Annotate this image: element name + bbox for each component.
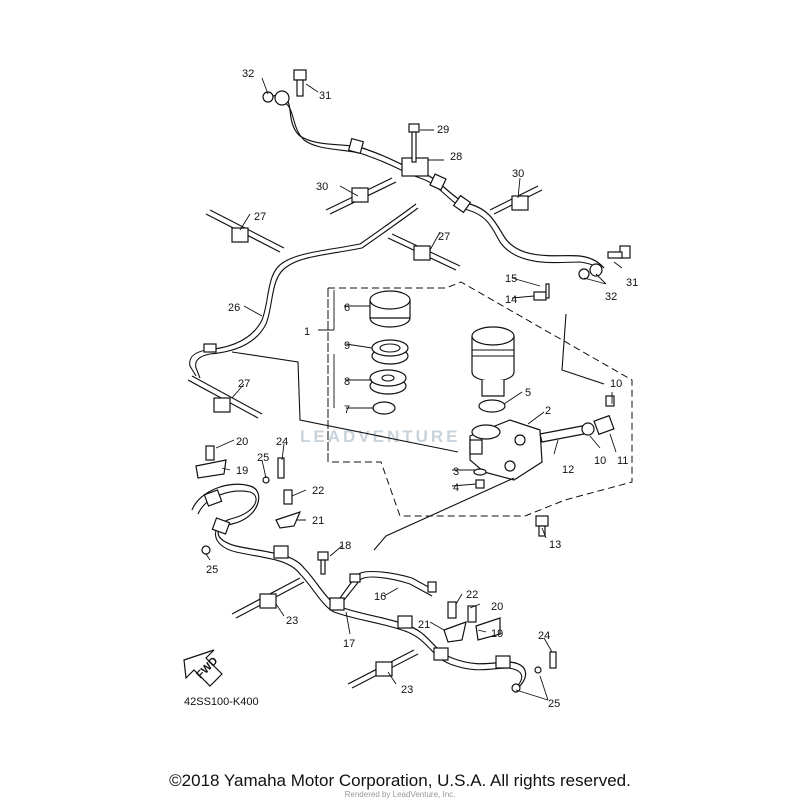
fwd-arrow-icon: FWD (183, 649, 223, 687)
bolt-24-left (262, 457, 285, 484)
callout-25-upper: 25 (257, 452, 269, 464)
callout-26: 26 (228, 302, 240, 314)
callout-17: 17 (343, 638, 355, 650)
callout-6: 6 (344, 302, 350, 314)
push-rod-12 (539, 422, 595, 443)
bracket-19-left (195, 445, 227, 479)
callout-20-left: 20 (236, 436, 248, 448)
bolt-24-right (511, 651, 557, 693)
reservoir-body (471, 326, 515, 397)
bracket-21-right (443, 601, 467, 643)
callout-31-top: 31 (319, 90, 331, 102)
callout-32-top: 32 (242, 68, 254, 80)
part-callouts: 1 2 3 4 5 6 7 8 9 10 10 11 12 13 14 15 1… (206, 68, 638, 710)
banjo-bolt-31-top (262, 69, 307, 106)
brake-hose-top (271, 95, 605, 273)
callout-27-upper: 27 (254, 211, 266, 223)
callout-23-right: 23 (401, 684, 413, 696)
callout-16: 16 (374, 591, 386, 603)
callout-27-middle: 27 (438, 231, 450, 243)
callout-24-left: 24 (276, 436, 288, 448)
bolt-13 (535, 515, 549, 537)
callout-24-right: 24 (538, 630, 550, 642)
callout-31-right: 31 (626, 277, 638, 289)
callout-21-left: 21 (312, 515, 324, 527)
callout-8: 8 (344, 376, 350, 388)
callout-25-right: 25 (548, 698, 560, 710)
banjo-bolt-31-right (578, 245, 631, 280)
callout-5: 5 (525, 387, 531, 399)
callout-22-right: 22 (466, 589, 478, 601)
callout-23-left: 23 (286, 615, 298, 627)
callout-27-lower: 27 (238, 378, 250, 390)
reservoir-cap-6 (369, 290, 411, 328)
master-cylinder-2 (469, 419, 543, 481)
callout-29: 29 (437, 124, 449, 136)
callout-19-left: 19 (236, 465, 248, 477)
callout-14: 14 (505, 294, 517, 306)
cable-tie-30-right (489, 185, 543, 215)
brake-pipe-26 (189, 203, 419, 379)
cable-tie-30-left (325, 177, 397, 215)
diaphragm-8 (369, 369, 407, 395)
callout-1: 1 (304, 326, 310, 338)
callout-15: 15 (505, 273, 517, 285)
diaphragm-plate-9 (371, 339, 409, 365)
diagram-code: 42SS100-K400 (184, 696, 259, 708)
bolt-18 (317, 551, 329, 575)
rendered-by-note: Rendered by LeadVenture, Inc. (344, 790, 456, 799)
leader-lines (205, 77, 623, 701)
cable-tie-27-middle (387, 233, 461, 271)
cable-tie-23-right (347, 649, 419, 689)
clevis-11 (593, 395, 615, 436)
brake-pipe-16 (339, 570, 437, 601)
cable-tie-27-upper (205, 209, 285, 253)
callout-3: 3 (453, 466, 459, 478)
brake-hose-lower (191, 483, 527, 691)
callout-10-upper: 10 (610, 378, 622, 390)
callout-30-right: 30 (512, 168, 524, 180)
callout-32-right: 32 (605, 291, 617, 303)
pin-14-15 (533, 283, 550, 301)
callout-19-right: 19 (491, 628, 503, 640)
copyright-notice: ©2018 Yamaha Motor Corporation, U.S.A. A… (169, 771, 631, 790)
hose-clamp-5 (478, 399, 506, 413)
callout-20-right: 20 (491, 601, 503, 613)
callout-4: 4 (453, 482, 459, 494)
clip-25-left (201, 545, 211, 555)
bolt-29 (408, 123, 420, 163)
callout-22-left: 22 (312, 485, 324, 497)
cable-tie-23-left (231, 577, 305, 619)
screw-3-4 (473, 468, 487, 489)
cable-tie-27-lower (187, 375, 263, 419)
callout-13: 13 (549, 539, 561, 551)
callout-28: 28 (450, 151, 462, 163)
bracket-19-right (467, 605, 501, 641)
callout-11: 11 (617, 455, 628, 467)
callout-9: 9 (344, 340, 350, 352)
callout-7: 7 (344, 404, 350, 416)
callout-21-right: 21 (418, 619, 430, 631)
callout-10-lower: 10 (594, 455, 606, 467)
callout-30-left: 30 (316, 181, 328, 193)
callout-12: 12 (562, 464, 574, 476)
callout-18: 18 (339, 540, 351, 552)
callout-25-left: 25 (206, 564, 218, 576)
float-7 (372, 401, 396, 415)
bracket-21-left (275, 489, 302, 529)
callout-2: 2 (545, 405, 551, 417)
